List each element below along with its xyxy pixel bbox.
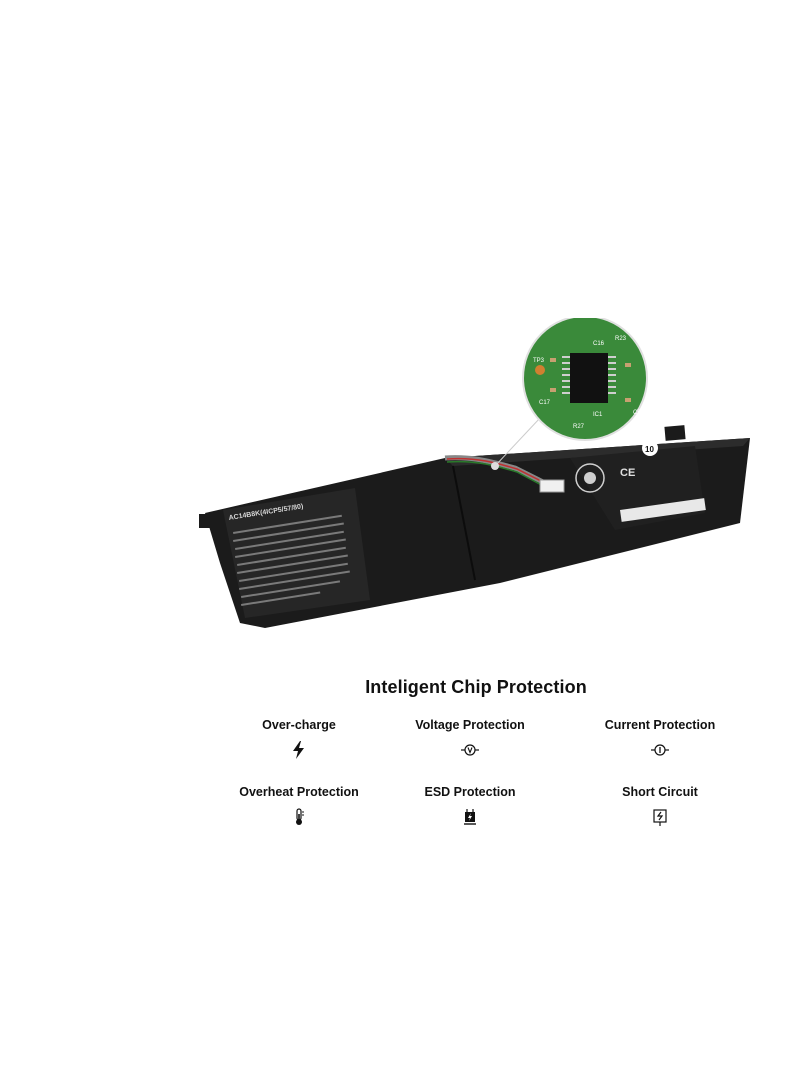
cert-circle-mark: 10 — [645, 445, 654, 454]
feature-voltage-protection: Voltage Protection — [350, 718, 590, 760]
feature-esd-protection: ESD Protection — [350, 785, 590, 827]
chip-label-r23: R23 — [615, 336, 627, 342]
chip-label-c5: C5 — [633, 410, 641, 416]
chip-label-r27: R27 — [573, 424, 585, 430]
esd-chip-icon — [460, 807, 480, 827]
voltage-circle-icon — [460, 740, 480, 760]
feature-short-circuit: Short Circuit — [540, 785, 780, 827]
chip-label-c17: C17 — [539, 400, 551, 406]
current-circle-icon — [650, 740, 670, 760]
feature-label: Voltage Protection — [415, 718, 525, 732]
feature-over-charge: Over-charge — [179, 718, 419, 760]
ce-mark: CE — [620, 467, 635, 479]
chip-label-ic1: IC1 — [593, 412, 603, 418]
feature-label: Overheat Protection — [239, 785, 359, 799]
feature-label: Over-charge — [262, 718, 336, 732]
section-title: Inteligent Chip Protection — [365, 676, 587, 697]
lightning-bolt-icon — [289, 740, 309, 760]
circuit-board-callout: TP3 C16 R23 IC1 C5 R27 C17 — [522, 318, 648, 441]
chip-label-c16: C16 — [593, 341, 605, 347]
thermometer-icon — [289, 807, 309, 827]
feature-label: Short Circuit — [622, 785, 698, 799]
feature-overheat-protection: Overheat Protection — [179, 785, 419, 827]
chip-label-tp3: TP3 — [533, 358, 545, 364]
battery-product-image: AC14B8K(4ICP5/57/80) CE 10 — [195, 318, 755, 648]
feature-label: Current Protection — [604, 718, 716, 732]
feature-label: ESD Protection — [424, 785, 516, 799]
feature-current-protection: Current Protection — [540, 718, 780, 760]
short-circuit-icon — [650, 807, 670, 827]
